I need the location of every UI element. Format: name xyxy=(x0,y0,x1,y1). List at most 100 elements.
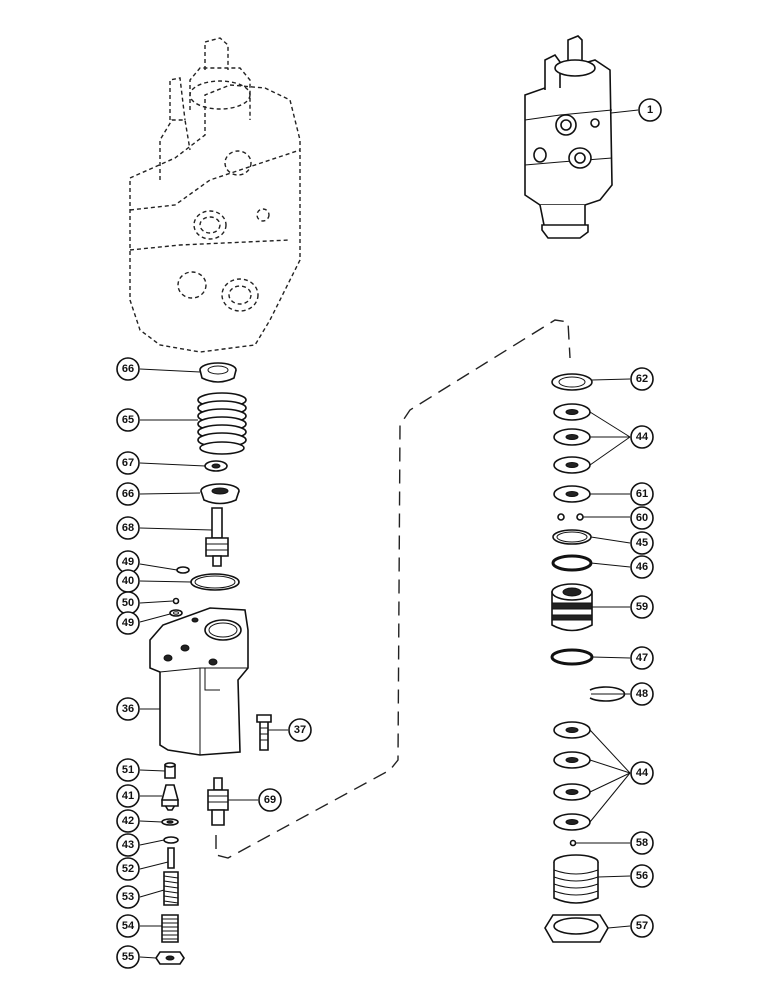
large-o-ring xyxy=(190,573,240,591)
spring-cup-lower xyxy=(200,483,240,505)
callout-61: 61 xyxy=(630,482,654,506)
svg-text:65: 65 xyxy=(122,414,134,426)
phantom-valve-housing xyxy=(129,37,301,353)
small-spring xyxy=(163,871,179,906)
callout-41: 41 xyxy=(116,784,140,808)
callout-48: 48 xyxy=(630,682,654,706)
small-o-ring-upper xyxy=(176,566,190,574)
callout-44-lower: 44 xyxy=(630,761,654,785)
callout-42: 42 xyxy=(116,809,140,833)
o-ring-47 xyxy=(550,648,594,666)
washer-stack-lower xyxy=(553,721,591,831)
callout-47: 47 xyxy=(630,646,654,670)
threaded-adjuster xyxy=(161,914,179,943)
callout-49-upper: 49 xyxy=(116,550,140,574)
retaining-ring-43 xyxy=(163,836,179,844)
small-washer-42 xyxy=(161,818,179,826)
callout-68: 68 xyxy=(116,516,140,540)
small-plug xyxy=(164,762,176,779)
callout-60: 60 xyxy=(630,506,654,530)
balls-60 xyxy=(557,513,584,521)
small-o-ring-lower xyxy=(169,609,183,617)
svg-text:44: 44 xyxy=(636,431,649,443)
callout-49-lower: 49 xyxy=(116,611,140,635)
valve-housing xyxy=(149,607,249,756)
callout-46: 46 xyxy=(630,555,654,579)
spring-cup-top xyxy=(199,362,237,383)
svg-text:1: 1 xyxy=(647,104,653,116)
callout-66-lower: 66 xyxy=(116,482,140,506)
poppet xyxy=(161,784,179,811)
svg-text:55: 55 xyxy=(122,951,134,963)
svg-text:41: 41 xyxy=(122,790,134,802)
lock-nut xyxy=(155,951,185,965)
callout-51: 51 xyxy=(116,758,140,782)
svg-text:56: 56 xyxy=(636,870,648,882)
callout-62: 62 xyxy=(630,367,654,391)
svg-text:59: 59 xyxy=(636,601,648,613)
svg-text:57: 57 xyxy=(636,920,648,932)
o-ring-46 xyxy=(551,554,593,572)
bleed-fitting xyxy=(207,777,229,826)
callout-56: 56 xyxy=(630,864,654,888)
svg-text:45: 45 xyxy=(636,537,648,549)
svg-text:49: 49 xyxy=(122,617,134,629)
callout-43: 43 xyxy=(116,833,140,857)
threaded-cap-56 xyxy=(553,854,599,904)
callout-69: 69 xyxy=(258,788,282,812)
callout-59: 59 xyxy=(630,595,654,619)
spool-stem xyxy=(205,507,229,567)
svg-text:40: 40 xyxy=(122,575,134,587)
leader-lines xyxy=(139,109,639,959)
svg-text:68: 68 xyxy=(122,522,134,534)
assembled-valve-section xyxy=(524,35,613,239)
callout-44-upper: 44 xyxy=(630,425,654,449)
svg-text:49: 49 xyxy=(122,556,134,568)
spring xyxy=(197,392,247,455)
small-washer xyxy=(204,460,228,472)
housing-bolt xyxy=(256,714,272,751)
svg-text:43: 43 xyxy=(122,839,134,851)
svg-text:54: 54 xyxy=(122,920,135,932)
callout-57: 57 xyxy=(630,914,654,938)
svg-text:48: 48 xyxy=(636,688,648,700)
svg-text:60: 60 xyxy=(636,512,648,524)
callout-37: 37 xyxy=(288,718,312,742)
callout-67: 67 xyxy=(116,451,140,475)
svg-text:69: 69 xyxy=(264,794,276,806)
piston-59 xyxy=(551,583,593,632)
callout-66-top: 66 xyxy=(116,357,140,381)
callout-53: 53 xyxy=(116,885,140,909)
svg-text:67: 67 xyxy=(122,457,134,469)
svg-text:62: 62 xyxy=(636,373,648,385)
backup-ring-45 xyxy=(552,529,592,545)
seal-ring-62 xyxy=(551,373,593,391)
svg-text:66: 66 xyxy=(122,488,134,500)
callout-58: 58 xyxy=(630,831,654,855)
svg-text:50: 50 xyxy=(122,597,134,609)
svg-text:42: 42 xyxy=(122,815,134,827)
svg-text:61: 61 xyxy=(636,488,648,500)
washer-61 xyxy=(553,485,591,503)
svg-text:46: 46 xyxy=(636,561,648,573)
pin xyxy=(167,847,175,869)
callout-45: 45 xyxy=(630,531,654,555)
callout-54: 54 xyxy=(116,914,140,938)
svg-text:47: 47 xyxy=(636,652,648,664)
svg-text:58: 58 xyxy=(636,837,648,849)
ball-58 xyxy=(569,839,577,847)
small-ball xyxy=(172,597,180,605)
callout-65: 65 xyxy=(116,408,140,432)
callout-1: 1 xyxy=(638,98,662,122)
svg-text:53: 53 xyxy=(122,891,134,903)
washer-stack-upper xyxy=(553,403,591,474)
svg-text:36: 36 xyxy=(122,703,134,715)
assembly-path-line xyxy=(215,319,571,859)
callout-52: 52 xyxy=(116,857,140,881)
callout-50: 50 xyxy=(116,591,140,615)
callout-40: 40 xyxy=(116,569,140,593)
callout-36: 36 xyxy=(116,697,140,721)
jam-nut-57 xyxy=(544,914,609,943)
callout-55: 55 xyxy=(116,945,140,969)
